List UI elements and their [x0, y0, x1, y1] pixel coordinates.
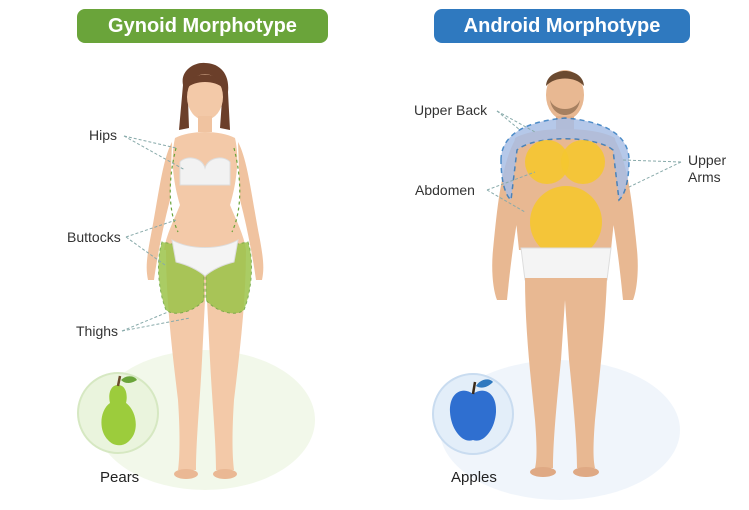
- gynoid-title: Gynoid Morphotype: [77, 9, 328, 43]
- label-upper-arms-line1: Upper: [688, 152, 726, 168]
- label-thighs: Thighs: [76, 323, 118, 339]
- apples-label: Apples: [451, 469, 497, 486]
- label-abdomen: Abdomen: [415, 182, 475, 198]
- label-hips: Hips: [89, 127, 117, 143]
- pears-label: Pears: [100, 469, 139, 486]
- label-buttocks: Buttocks: [67, 229, 121, 245]
- gynoid-figure: [0, 0, 374, 510]
- gynoid-panel: Gynoid Morphotype Hips Buttocks Thighs P…: [0, 0, 374, 510]
- label-upper-back: Upper Back: [414, 102, 487, 118]
- android-title: Android Morphotype: [434, 9, 690, 43]
- android-fat-zone-abdomen: [530, 186, 602, 258]
- label-upper-arms-line2: Arms: [688, 169, 721, 185]
- android-panel: Android Morphotype Upper Back Abdomen Up…: [375, 0, 749, 510]
- android-figure: [375, 0, 749, 510]
